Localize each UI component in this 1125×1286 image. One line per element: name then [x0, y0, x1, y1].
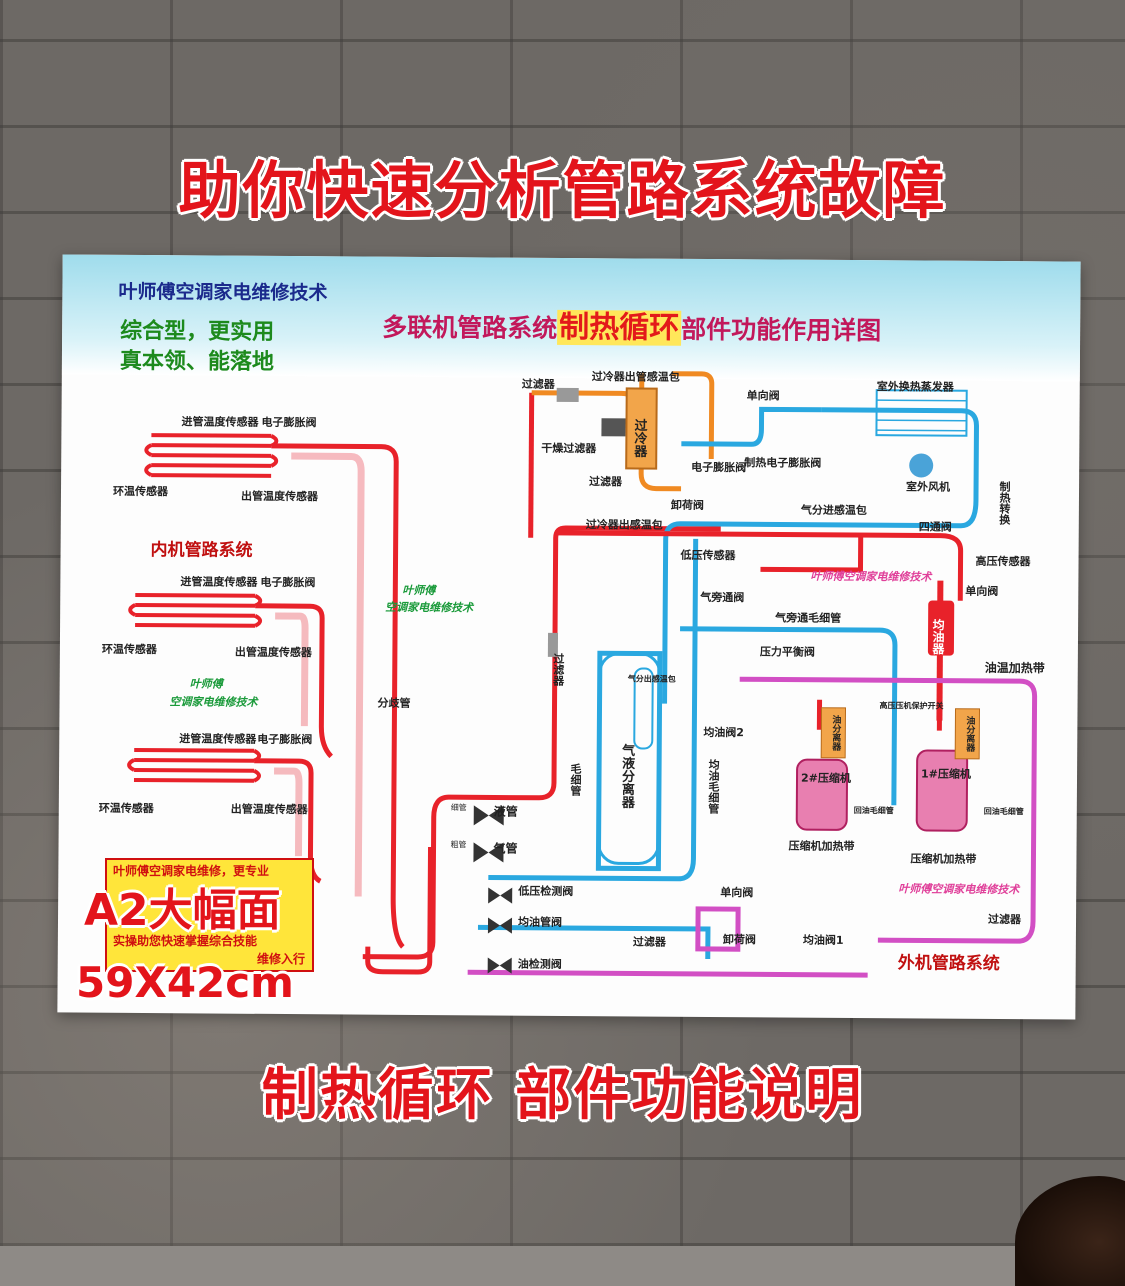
dry-filter-label: 干燥过滤器: [541, 441, 597, 456]
outdoor-section-title: 外机管路系统: [897, 953, 1000, 975]
format-badge: A2大幅面: [84, 885, 281, 936]
promo-line-2: 实操助您快速掌握综合技能: [113, 934, 258, 948]
oil-equalizer-label: 均油器: [930, 618, 946, 655]
top-headline: 助你快速分析管路系统故障: [178, 154, 947, 227]
gas-pipe-label: 气管: [493, 841, 518, 856]
filter-label-top: 过滤器: [521, 377, 555, 391]
outdoor-watermark-top: 叶师傅空调家电维修技术: [810, 569, 932, 584]
indoor1-inlet-sensor-label: 进管温度传感器: [181, 415, 259, 429]
indoor2-ambient-sensor-label: 环温传感器: [101, 642, 157, 657]
gas-bypass-label: 气旁通阀: [700, 590, 745, 605]
indoor-watermark-2: 空调家电维修技术: [169, 695, 258, 709]
indoor1-ambient-sensor-label: 环温传感器: [112, 484, 169, 499]
center-watermark-line1: 叶师傅: [402, 583, 436, 598]
indoor2-outlet-sensor-label: 出管温度传感器: [234, 645, 312, 660]
branch-pipe-label: 分歧管: [377, 696, 411, 710]
high-pressure-switch-label: 高压压机保护开关: [879, 701, 944, 711]
outdoor-fan-label: 室外风机: [906, 480, 951, 494]
indoor-coil-2: [128, 592, 263, 628]
capillary-label: 毛细管: [568, 763, 583, 797]
compressor-2-label: 2#压缩机: [800, 771, 851, 785]
oil-cap-label: 均油毛细管: [706, 758, 721, 815]
oil-separator-1-label: 油分离器: [964, 715, 975, 752]
subcooler-outlet-sensor-label: 过冷器出管感温包: [591, 370, 680, 384]
indoor-section-title: 内机管路系统: [150, 540, 253, 561]
oil-pipe-valve-label: 均油管阀: [517, 915, 563, 929]
oil-separator-2-shape: [820, 707, 847, 759]
check-valve-bottom-label: 单向阀: [720, 886, 754, 900]
valve-symbols: [473, 805, 513, 974]
indoor1-outlet-sensor-label: 出管温度传感器: [240, 489, 319, 504]
filter-label-right: 过滤器: [987, 912, 1022, 927]
poster: 叶师傅空调家电维修技术 综合型，更实用 真本领、能落地 多联机管路系统制热循环部…: [57, 254, 1081, 1020]
indoor3-outlet-sensor-label: 出管温度传感器: [230, 802, 308, 817]
four-way-valve-label: 四通阀: [918, 520, 952, 534]
outdoor-hx-label: 室外换热蒸发器: [876, 380, 954, 394]
indoor-coil-1: [144, 433, 279, 478]
dry-filter-shape: [601, 418, 626, 437]
comp-heater-2-label: 压缩机加热带: [788, 839, 855, 853]
promo-line-1: 叶师傅空调家电维修，更专业: [113, 864, 270, 878]
exp-valve-outdoor-label: 电子膨胀阀: [691, 460, 747, 475]
gas-out-sensor-label: 气分出感温包: [627, 674, 676, 684]
high-pressure-sensor-label: 高压传感器: [975, 554, 1031, 569]
gas-split-sensor-label: 气分进感温包: [800, 503, 867, 518]
oil-return-cap-2-label: 回油毛细管: [853, 805, 894, 816]
gas-bypass-cap-label: 气旁通毛细管: [775, 611, 842, 625]
indoor2-exp-valve-label: 电子膨胀阀: [260, 575, 316, 590]
oil-check-valve-label: 油检测阀: [517, 957, 562, 971]
check-valve-top-label: 单向阀: [746, 389, 780, 403]
unload-valve-bottom-label: 卸荷阀: [722, 933, 756, 947]
heating-exp-valve-label: 制热电子膨胀阀: [744, 456, 822, 470]
unload-valve-label: 卸荷阀: [670, 498, 704, 512]
oil-equalizer-shape: [927, 600, 955, 656]
fine-pipe-label: 细管: [450, 803, 467, 813]
oil-return-cap-1-label: 回油毛细管: [983, 806, 1024, 817]
compressor-1-shape: [915, 749, 969, 832]
oil-heater-label: 油温加热带: [984, 660, 1045, 676]
filter-shape-2: [547, 632, 559, 657]
indoor2-inlet-sensor-label: 进管温度传感器: [180, 575, 258, 589]
compressor-2-shape: [795, 758, 849, 831]
piping-diagram: [127, 371, 1038, 978]
promo-box: 叶师傅空调家电维修，更专业 实操助您快速掌握综合技能 维修入行: [105, 858, 314, 972]
comp-heater-1-label: 压缩机加热带: [910, 852, 977, 866]
indoor-pink-lines: [274, 452, 365, 897]
filter-label-2: 过滤器: [589, 475, 623, 489]
heat-switch-label: 制热转换: [997, 480, 1012, 526]
filter-shape-1: [556, 387, 579, 403]
oil-valve-1-label: 均油阀1: [802, 933, 844, 947]
indoor3-exp-valve-label: 电子膨胀阀: [257, 732, 313, 747]
compressor-1-label: 1#压缩机: [921, 767, 971, 781]
oil-separator-2-label: 油分离器: [830, 714, 841, 751]
bottom-headline: 制热循环 部件功能说明: [261, 1063, 864, 1128]
subcooler-label: 过冷器: [631, 418, 647, 458]
gas-liquid-separator-label: 气液分离器: [618, 743, 635, 809]
indoor3-inlet-sensor-label: 进管温度传感器: [179, 732, 257, 746]
indoor-watermark-1: 叶师傅: [189, 677, 223, 691]
filter-label-3: 过滤器: [551, 652, 565, 686]
indoor1-exp-valve-label: 电子膨胀阀: [261, 415, 317, 430]
promo-line-3: 维修入行: [257, 952, 306, 966]
indoor3-ambient-sensor-label: 环温传感器: [98, 801, 154, 816]
thick-pipe-label: 粗管: [450, 840, 467, 850]
outdoor-fan-shape: [909, 453, 934, 478]
filter-label-bottom: 过滤器: [632, 935, 666, 949]
low-pressure-sensor-label: 低压传感器: [680, 548, 736, 563]
subcooler-inlet-sensor-label: 过冷器出感温包: [585, 518, 663, 532]
center-watermark-line2: 空调家电维修技术: [385, 600, 474, 615]
outdoor-hx-shape: [875, 389, 968, 437]
check-valve-right-label: 单向阀: [965, 584, 999, 598]
liquid-pipe-label: 液管: [493, 804, 518, 819]
oil-valve-2-label: 均油阀2: [703, 725, 745, 740]
subcooler-shape: [625, 387, 658, 470]
low-pressure-check-label: 低压检测阀: [518, 884, 574, 899]
pressure-balance-label: 压力平衡阀: [759, 645, 815, 659]
gas-liquid-separator-shape: [597, 651, 662, 865]
oil-separator-1-shape: [954, 708, 981, 760]
dimensions-badge: 59X42cm: [76, 958, 294, 1007]
outdoor-watermark-bottom: 叶师傅空调家电维修技术: [898, 882, 1020, 897]
indoor-coil-3: [127, 747, 262, 783]
